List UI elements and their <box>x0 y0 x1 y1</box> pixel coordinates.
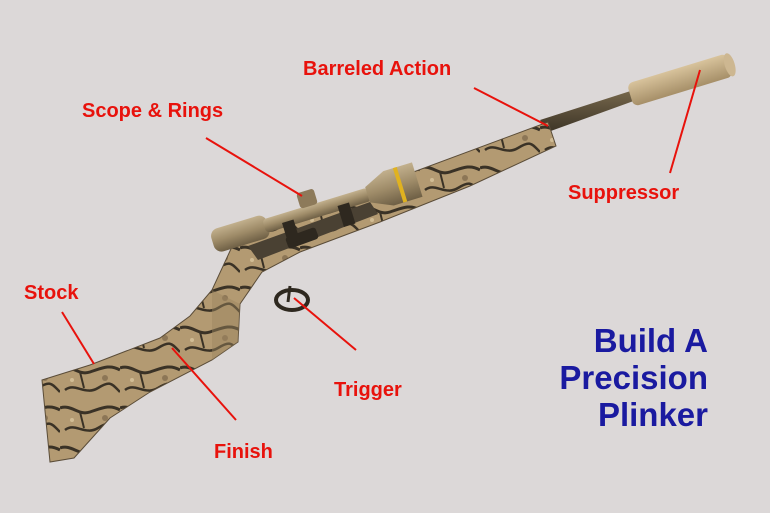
leader-line-scope-rings <box>205 137 303 197</box>
label-finish: Finish <box>214 441 273 463</box>
label-trigger: Trigger <box>334 379 402 401</box>
leader-line-trigger <box>293 297 357 351</box>
title-line-2: Precision <box>559 359 708 396</box>
leader-line-barreled-action <box>473 87 549 127</box>
leader-lines <box>61 69 701 421</box>
leader-line-stock <box>61 311 95 365</box>
suppressor-illustration <box>628 53 736 106</box>
diagram-title: Build A Precision Plinker <box>559 322 708 433</box>
title-line-3: Plinker <box>597 396 708 433</box>
label-suppressor: Suppressor <box>568 182 680 204</box>
leader-line-finish <box>171 347 237 421</box>
scope-illustration <box>211 162 423 252</box>
title-line-1: Build A <box>593 322 708 359</box>
barrel <box>540 88 642 132</box>
leader-line-suppressor <box>669 69 701 174</box>
trigger-guard-illustration <box>274 285 310 312</box>
label-barreled-action: Barreled Action <box>303 58 452 80</box>
stock-illustration <box>41 121 557 463</box>
label-stock: Stock <box>24 282 79 304</box>
label-scope-rings: Scope & Rings <box>82 100 224 122</box>
